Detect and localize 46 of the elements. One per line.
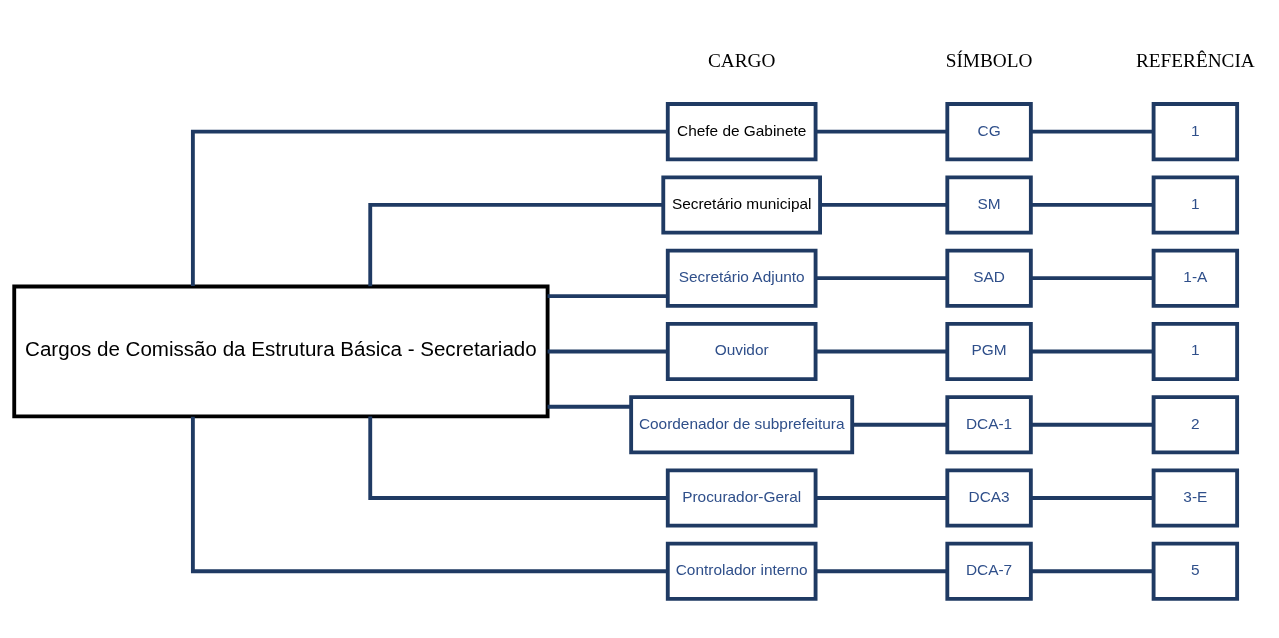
label: SÍMBOLO (945, 49, 1033, 71)
connector (1031, 276, 1154, 281)
node-box: Ouvidor (665, 321, 818, 381)
connector (190, 129, 668, 287)
node-box: SM (945, 175, 1033, 235)
connector (820, 203, 947, 207)
label: REFERÊNCIA (1135, 49, 1255, 71)
connector (547, 294, 668, 299)
node-box: Secretário municipal (661, 175, 822, 235)
connector (1031, 422, 1154, 427)
connector (815, 496, 948, 500)
node-box: 5 (1151, 541, 1240, 601)
connector (368, 416, 668, 500)
node-box: Controlador interno (665, 541, 818, 601)
connector (815, 276, 948, 281)
node-box: SAD (945, 248, 1033, 308)
connector (815, 129, 948, 134)
node-box: 1 (1151, 321, 1240, 381)
connector (1031, 129, 1154, 134)
connector (547, 349, 668, 354)
node-box: DCA-1 (945, 395, 1033, 455)
node-box: 1 (1151, 175, 1240, 235)
node-box: Chefe de Gabinete (665, 102, 818, 162)
connector (852, 422, 948, 427)
node-box: PGM (945, 321, 1033, 381)
node-box: DCA-7 (945, 541, 1033, 601)
connector (1031, 496, 1154, 500)
connector (815, 569, 948, 574)
connector (368, 203, 663, 287)
label: CARGO (707, 49, 776, 71)
node-box: 3-E (1151, 468, 1240, 528)
connector (190, 416, 668, 574)
node-box: 2 (1151, 395, 1240, 455)
connector (1031, 349, 1154, 354)
node-box: 1-A (1151, 248, 1240, 308)
node-box: Procurador-Geral (665, 468, 818, 528)
connector (547, 404, 631, 409)
node-box: DCA3 (945, 468, 1033, 528)
node-box: Coordenador de subprefeitura (629, 395, 855, 455)
node-box: CG (945, 102, 1033, 162)
node-box: Cargos de Comissão da Estrutura Básica - Secretariado (12, 284, 550, 419)
connector (1031, 203, 1154, 207)
node-box: Secretário Adjunto (665, 248, 818, 308)
connector (815, 349, 948, 354)
connector (1031, 569, 1154, 574)
node-box: 1 (1151, 102, 1240, 162)
